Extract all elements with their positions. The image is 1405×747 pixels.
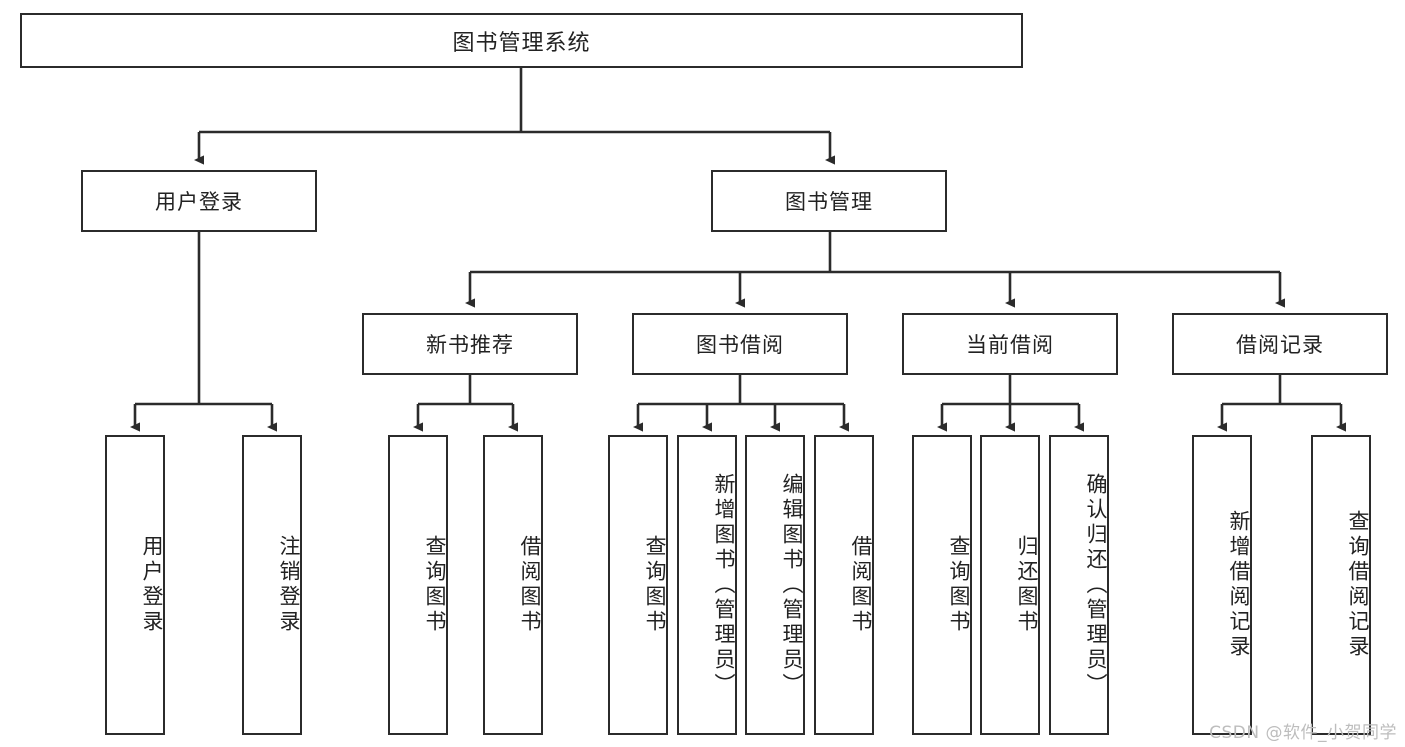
node-user-login[interactable]: 用户登录 bbox=[81, 170, 317, 232]
node-label: 新增借阅记录 bbox=[1227, 510, 1251, 660]
node-label: 新书推荐 bbox=[426, 333, 514, 357]
node-leaf-query-record[interactable]: 查询借阅记录 bbox=[1311, 435, 1371, 735]
node-current-borrow[interactable]: 当前借阅 bbox=[902, 313, 1118, 375]
node-label: 借阅图书 bbox=[518, 535, 542, 635]
node-leaf-query-book-newbook[interactable]: 查询图书 bbox=[388, 435, 448, 735]
node-leaf-user-login[interactable]: 用户登录 bbox=[105, 435, 165, 735]
node-root-system[interactable]: 图书管理系统 bbox=[20, 13, 1023, 68]
node-leaf-borrow-book[interactable]: 借阅图书 bbox=[814, 435, 874, 735]
node-label: 借阅图书 bbox=[849, 535, 873, 635]
node-leaf-return-book[interactable]: 归还图书 bbox=[980, 435, 1040, 735]
node-label: 用户登录 bbox=[140, 535, 164, 635]
node-label: 编辑图书（管理员） bbox=[780, 472, 804, 698]
node-leaf-user-logout[interactable]: 注销登录 bbox=[242, 435, 302, 735]
node-label: 图书管理 bbox=[785, 190, 873, 214]
node-label: 用户登录 bbox=[155, 190, 243, 214]
node-label: 查询借阅记录 bbox=[1346, 510, 1370, 660]
node-book-borrow[interactable]: 图书借阅 bbox=[632, 313, 848, 375]
node-label: 查询图书 bbox=[423, 535, 447, 635]
node-leaf-edit-book[interactable]: 编辑图书（管理员） bbox=[745, 435, 805, 735]
node-book-management[interactable]: 图书管理 bbox=[711, 170, 947, 232]
node-label: 借阅记录 bbox=[1236, 333, 1324, 357]
node-label: 图书借阅 bbox=[696, 333, 784, 357]
node-leaf-query-book-borrow[interactable]: 查询图书 bbox=[608, 435, 668, 735]
node-leaf-add-record[interactable]: 新增借阅记录 bbox=[1192, 435, 1252, 735]
node-label: 查询图书 bbox=[643, 535, 667, 635]
node-leaf-query-book-current[interactable]: 查询图书 bbox=[912, 435, 972, 735]
node-leaf-confirm-return[interactable]: 确认归还（管理员） bbox=[1049, 435, 1109, 735]
node-new-book-recommend[interactable]: 新书推荐 bbox=[362, 313, 578, 375]
node-label: 归还图书 bbox=[1015, 535, 1039, 635]
watermark-text: CSDN @软件_小贺同学 bbox=[1209, 723, 1397, 743]
node-label: 图书管理系统 bbox=[452, 30, 591, 56]
node-label: 新增图书（管理员） bbox=[712, 472, 736, 698]
node-label: 注销登录 bbox=[277, 535, 301, 635]
node-label: 当前借阅 bbox=[966, 333, 1054, 357]
node-label: 查询图书 bbox=[947, 535, 971, 635]
node-label: 确认归还（管理员） bbox=[1084, 472, 1108, 698]
node-borrow-record[interactable]: 借阅记录 bbox=[1172, 313, 1388, 375]
node-leaf-borrow-book-newbook[interactable]: 借阅图书 bbox=[483, 435, 543, 735]
node-leaf-add-book[interactable]: 新增图书（管理员） bbox=[677, 435, 737, 735]
